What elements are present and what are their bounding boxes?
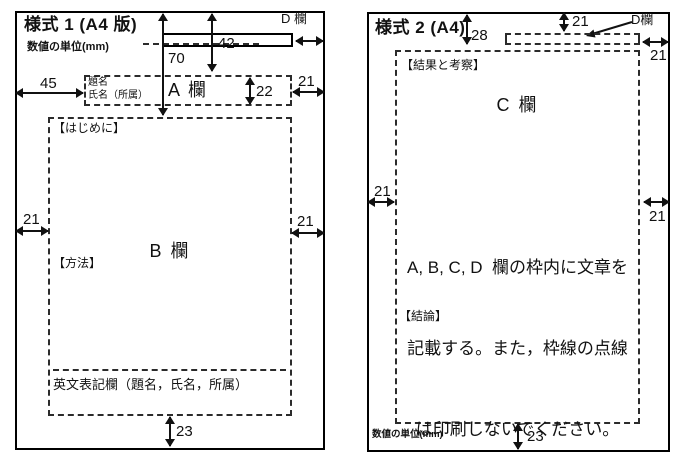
- dim-21-top-right-label: 21: [298, 73, 315, 90]
- form2-panel: [367, 12, 670, 452]
- dim-22-label: 22: [256, 83, 273, 100]
- dim-23-arrow-form2: [513, 423, 523, 450]
- b-box-footer-separator: [53, 369, 286, 371]
- b-box-section-houhou: 【方法】: [53, 256, 102, 270]
- b-box-section-hajimeni: 【はじめに】: [53, 121, 126, 135]
- form1-d-bar-dashed-line: [143, 43, 259, 45]
- dim-23-arrow-form1: [165, 416, 175, 447]
- dim-21-topright-label-form2: 21: [650, 47, 667, 64]
- c-box-section-kekka: 【結果と考察】: [401, 58, 486, 72]
- dim-21-left-arrow-form1: [15, 226, 49, 236]
- dim-21-left-label-form1: 21: [23, 211, 40, 228]
- c-box-instruction-note: A, B, C, D 欄の枠内に文章を 記載する。また，枠線の点線 は印刷しない…: [397, 200, 638, 464]
- form1-d-bar-right-arrow: [295, 36, 324, 46]
- dim-21-top-right-arrow: [292, 87, 325, 97]
- form1-d-column-label: D 欄: [281, 11, 308, 26]
- dim-21-left-label-form2: 21: [374, 183, 391, 200]
- form2-title: 様式 2 (A4): [375, 18, 466, 37]
- c-box-section-ketsuron: 【結論】: [399, 309, 448, 323]
- form1-a-column-box: [84, 75, 292, 106]
- dim-21-right-label-form2: 21: [649, 208, 666, 225]
- dim-70-arrow: [158, 13, 168, 116]
- a-box-line1: 題名: [88, 77, 108, 88]
- form1-unit-note: 数値の単位(mm): [27, 41, 109, 53]
- dim-70-label: 70: [168, 50, 185, 67]
- dim-28-arrow: [462, 14, 472, 45]
- dim-21-right-arrow-form2: [643, 197, 670, 207]
- dim-21-left-arrow-form2: [367, 197, 395, 207]
- dim-45-label: 45: [40, 75, 57, 92]
- note-line-2: 記載する。また，枠線の点線: [407, 339, 628, 358]
- dim-21-topright-arrow-form2: [642, 37, 669, 47]
- dim-21-right-label-form1: 21: [297, 213, 314, 230]
- dim-42-arrow: [207, 13, 217, 72]
- c-column-label: C 欄: [496, 95, 539, 115]
- form2-unit-note: 数値の単位(mm): [372, 429, 443, 440]
- dim-21-top-arrow-form2: [559, 12, 569, 32]
- dim-42-label: 42: [218, 35, 235, 52]
- form1-panel: [15, 11, 325, 450]
- a-box-line2: 氏名（所属）: [88, 90, 148, 101]
- dim-45-arrow: [15, 88, 84, 98]
- form2-d-column-bar: [505, 33, 640, 45]
- dim-23-label-form1: 23: [176, 423, 193, 440]
- dim-23-label-form2: 23: [527, 428, 544, 445]
- a-column-label: A 欄: [167, 80, 208, 100]
- dim-21-right-arrow-form1: [291, 228, 325, 238]
- note-line-1: A, B, C, D 欄の枠内に文章を: [406, 258, 629, 277]
- form2-d-column-label: D欄: [631, 12, 654, 27]
- b-box-footer-label: 英文表記欄（題名，氏名，所属）: [53, 377, 249, 392]
- form1-title: 様式 1 (A4 版): [24, 15, 138, 34]
- dim-28-label: 28: [471, 27, 488, 44]
- form1-b-column-box: [48, 117, 292, 416]
- dim-22-arrow: [245, 77, 255, 105]
- b-column-label: B 欄: [149, 241, 191, 261]
- dim-21-top-label-form2: 21: [572, 13, 589, 30]
